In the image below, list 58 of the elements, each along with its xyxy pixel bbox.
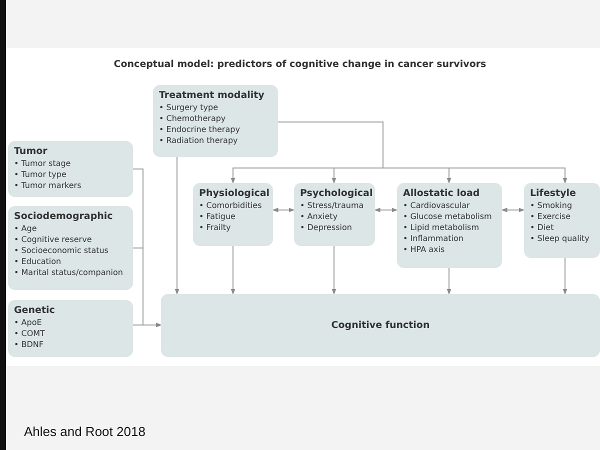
bullet-item: • ApoE xyxy=(14,317,43,328)
box-heading: Sociodemographic xyxy=(14,211,114,223)
bullet-item: • Education xyxy=(14,256,62,267)
bullet-item: • Tumor type xyxy=(14,169,68,180)
diagram-title: Conceptual model: predictors of cognitive change in cancer survivors xyxy=(112,59,488,70)
bullet-item: • Endocrine therapy xyxy=(159,124,241,135)
bullet-item: • Frailty xyxy=(199,222,232,233)
arrow xyxy=(174,156,180,295)
arrow xyxy=(230,246,236,295)
bullet-item: • COMT xyxy=(14,328,46,339)
arrow xyxy=(374,208,398,212)
bullet-item: • Stress/trauma xyxy=(300,200,365,211)
factor-box xyxy=(8,141,133,197)
box-heading: Lifestyle xyxy=(530,188,577,200)
factor-box xyxy=(524,183,600,258)
arrow xyxy=(562,258,568,295)
bullet-item: • Socioeconomic status xyxy=(14,245,110,256)
bullet-item: • Diet xyxy=(530,222,555,233)
arrow xyxy=(132,322,162,328)
box-heading: Physiological xyxy=(199,188,267,200)
factor-box xyxy=(294,183,375,246)
box-heading: Treatment modality xyxy=(159,90,266,102)
box-heading: Genetic xyxy=(14,305,56,317)
arrow xyxy=(332,246,336,295)
bullet-item: • Chemotherapy xyxy=(159,113,227,124)
outcome-box xyxy=(161,294,600,357)
factor-box xyxy=(8,206,133,290)
bullet-item: • Comorbidities xyxy=(199,200,263,211)
bullet-item: • HPA axis xyxy=(403,244,446,255)
factor-box xyxy=(153,85,278,157)
box-heading: Cognitive function xyxy=(331,320,430,332)
bullet-item: • Radiation therapy xyxy=(159,135,239,146)
arrow xyxy=(272,208,295,212)
bullet-item: • Age xyxy=(14,223,38,234)
bullet-item: • Cardiovascular xyxy=(403,200,471,211)
bullet-item: • BDNF xyxy=(14,339,44,350)
source-citation: Ahles and Root 2018 xyxy=(24,424,146,439)
bullet-item: • Fatigue xyxy=(199,211,236,222)
factor-box xyxy=(193,183,273,246)
bullet-item: • Surgery type xyxy=(159,102,219,113)
bullet-item: • Depression xyxy=(300,222,353,233)
factor-box xyxy=(8,300,133,357)
bullet-item: • Sleep quality xyxy=(530,233,590,244)
factor-box xyxy=(397,183,502,268)
bullet-item: • Smoking xyxy=(530,200,574,211)
arrow xyxy=(501,208,525,212)
bullet-item: • Tumor stage xyxy=(14,158,72,169)
bullet-item: • Exercise xyxy=(530,211,572,222)
bullet-item: • Cognitive reserve xyxy=(14,234,93,245)
bullet-item: • Anxiety xyxy=(300,211,339,222)
bullet-item: • Tumor markers xyxy=(14,180,82,191)
bullet-item: • Inflammation xyxy=(403,233,464,244)
bullet-item: • Marital status/companion xyxy=(14,267,124,278)
arrow xyxy=(446,268,452,295)
box-heading: Tumor xyxy=(14,146,48,158)
bullet-item: • Glucose metabolism xyxy=(403,211,493,222)
bullet-item: • Lipid metabolism xyxy=(403,222,480,233)
box-heading: Allostatic load xyxy=(403,188,481,200)
